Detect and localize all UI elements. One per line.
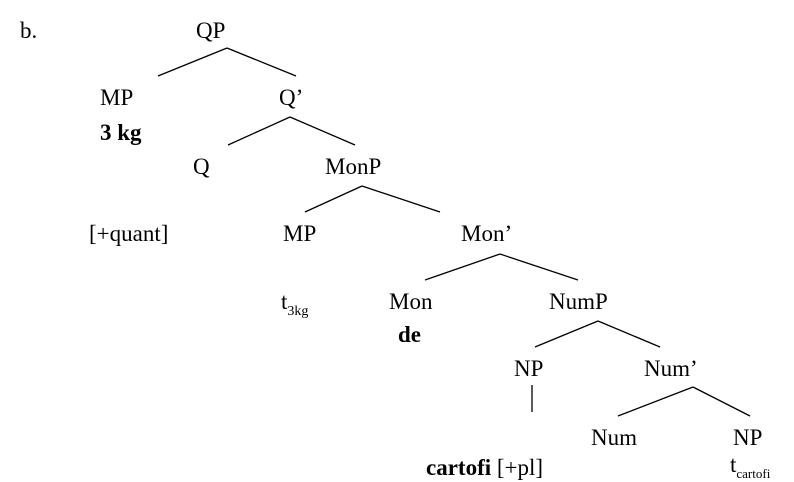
trace-cartofi-base: t <box>730 452 737 477</box>
lexical-cartofi: cartofi <box>426 455 492 480</box>
trace-cartofi: tcartofi <box>730 452 770 480</box>
node-monp: MonP <box>325 154 382 179</box>
branch-monbar-mon <box>424 253 501 281</box>
trace-3kg-subscript: 3kg <box>287 304 309 319</box>
feature-pl: [+pl] <box>496 455 544 480</box>
node-mp-lower: MP <box>283 221 317 246</box>
branch-monbar-nump <box>499 253 579 281</box>
branch-numbar-num <box>617 386 694 417</box>
node-qp: QP <box>196 18 226 43</box>
trace-cartofi-subscript: cartofi <box>736 466 771 481</box>
node-numbar: Num’ <box>644 356 698 381</box>
node-q: Q <box>193 154 210 179</box>
branch-nump-numbar <box>597 320 661 348</box>
node-num: Num <box>591 425 637 450</box>
node-mp-top: MP <box>100 85 134 110</box>
lexical-3kg: 3 kg <box>100 120 142 145</box>
example-label: b. <box>20 18 38 43</box>
branch-qbar-monp <box>289 116 356 146</box>
feature-quant: [+quant] <box>89 221 169 246</box>
branch-monp-monbar <box>361 185 441 213</box>
node-mon: Mon <box>389 289 433 314</box>
lexical-de: de <box>398 322 421 347</box>
node-np-right: NP <box>733 425 763 450</box>
branch-qbar-q <box>227 116 291 146</box>
branch-nump-np <box>534 320 599 348</box>
branch-numbar-np <box>692 386 751 417</box>
trace-3kg-base: t <box>281 289 288 314</box>
trace-3kg: t3kg <box>281 289 308 319</box>
branch-qp-qbar <box>226 47 297 77</box>
node-monbar: Mon’ <box>461 221 513 246</box>
branch-monp-mp <box>304 185 363 213</box>
node-qbar: Q’ <box>279 85 304 110</box>
node-nump: NumP <box>549 289 608 314</box>
lexical-cartofi-line: cartofi [+pl] <box>426 456 543 479</box>
branch-qp-mp <box>157 47 228 77</box>
node-np-left: NP <box>514 356 544 381</box>
